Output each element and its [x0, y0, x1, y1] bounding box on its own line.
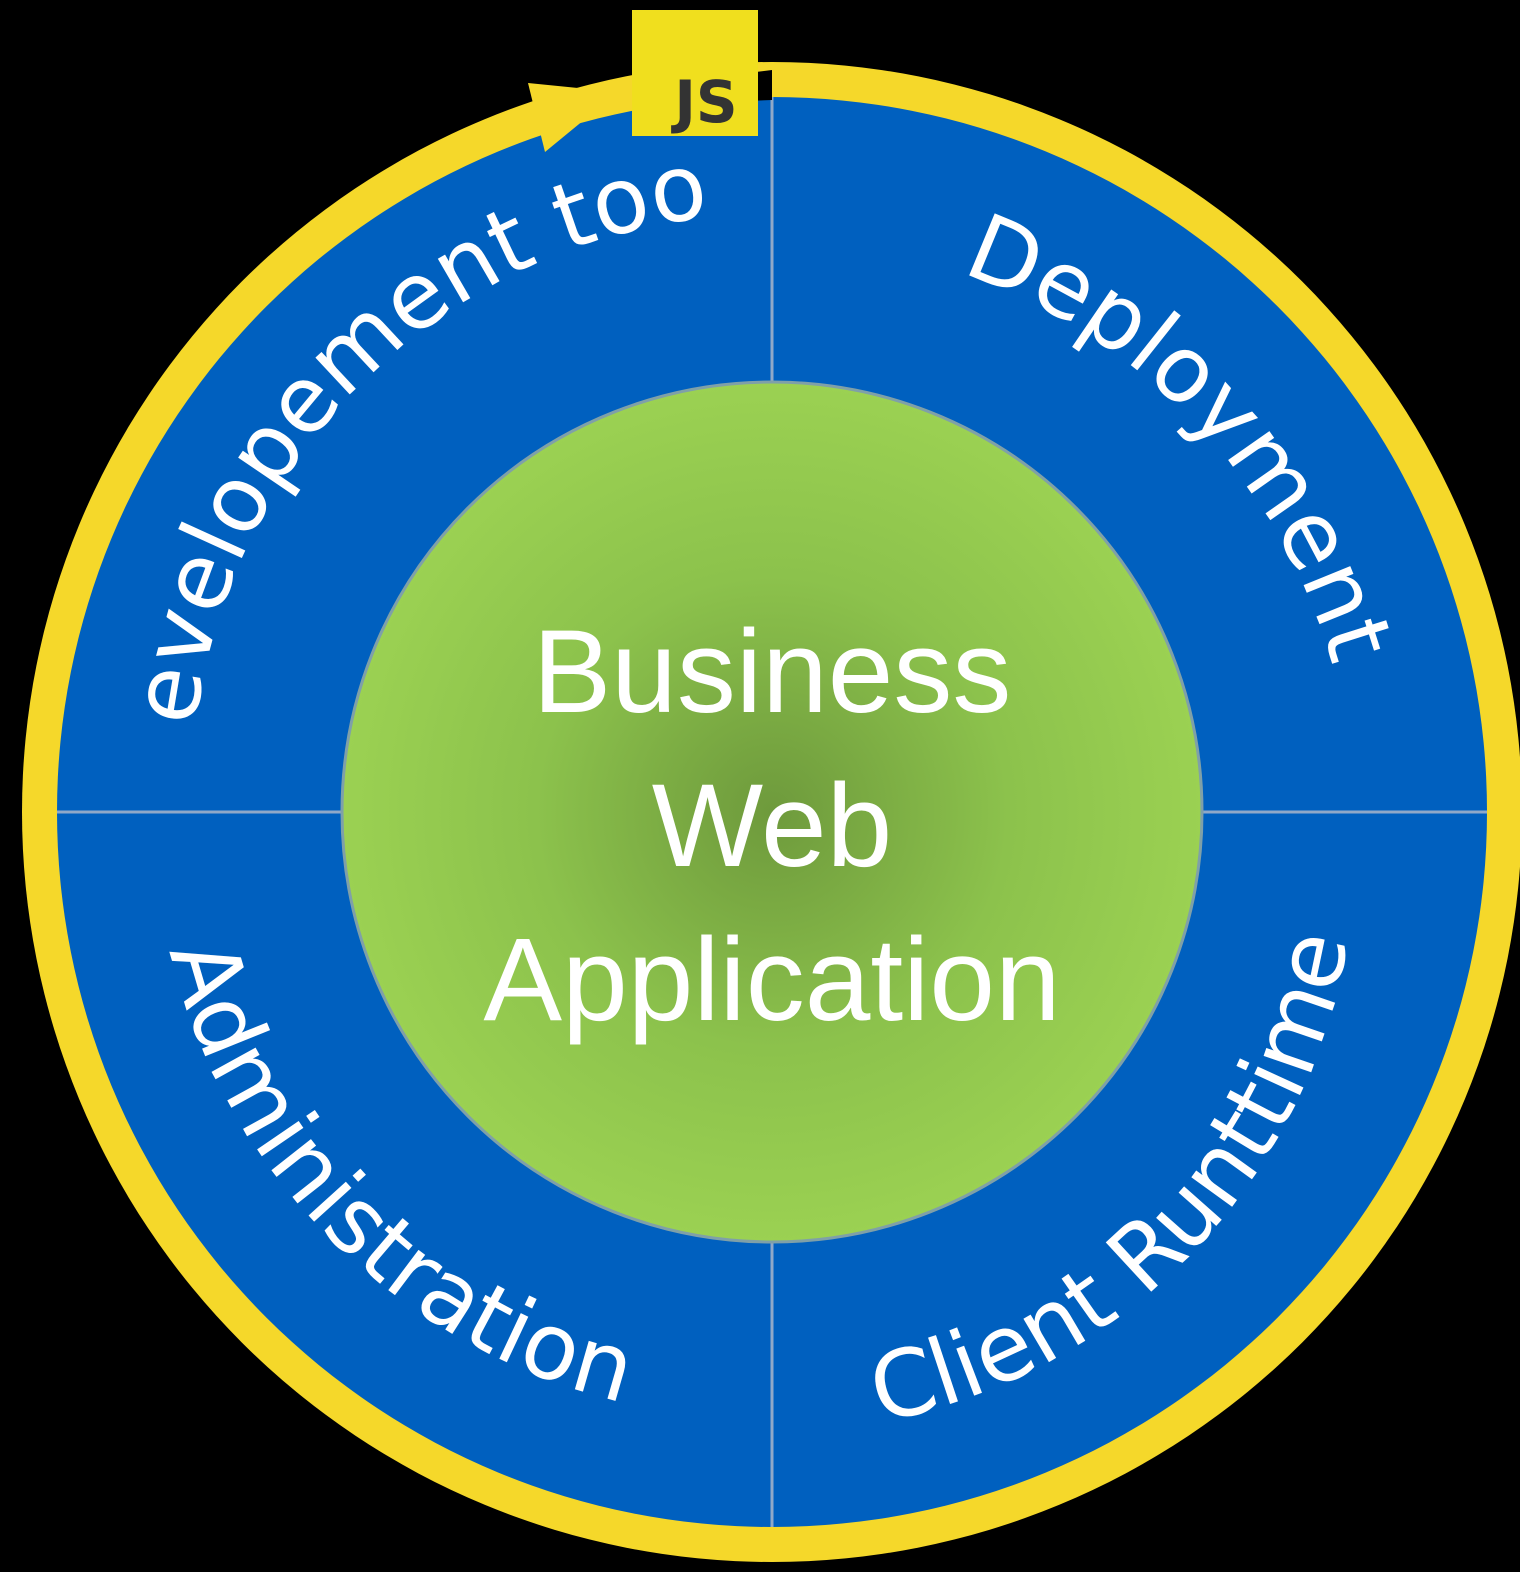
center-title-line-1: Business	[533, 606, 1012, 738]
center-title-line-2: Web	[652, 760, 893, 892]
center-title-line-3: Application	[483, 914, 1060, 1046]
js-badge-label: JS	[670, 68, 737, 136]
js-badge: JS	[632, 10, 758, 136]
center-circle	[340, 380, 1204, 1244]
javascript-logo-icon	[632, 10, 758, 136]
ring-arrow-head	[528, 83, 618, 152]
